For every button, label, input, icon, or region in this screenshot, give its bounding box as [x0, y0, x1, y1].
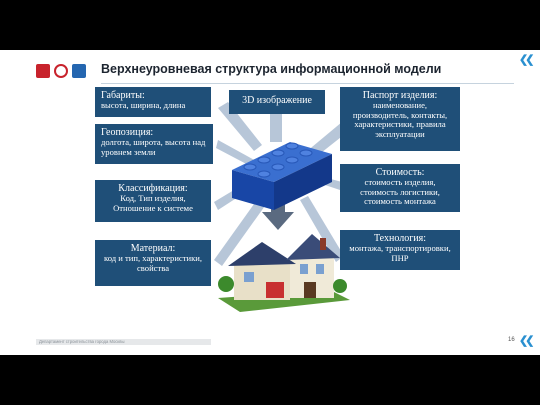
box-image3d: 3D изображение	[229, 90, 325, 114]
chevron-left-icon: ❮❮	[519, 335, 535, 347]
footer-source: Департамент строительства города Москвы	[36, 339, 211, 345]
box-cost-text: стоимость изделия, стоимость логистики, …	[360, 177, 440, 207]
box-passport: Паспорт изделия: наименование, производи…	[340, 87, 460, 151]
chevron-icon: ❮❮	[519, 54, 535, 66]
moscow-coat-of-arms-icon	[36, 64, 50, 78]
box-material: Материал: код и тип, характеристики, сво…	[95, 240, 211, 286]
box-cost: Стоимость: стоимость изделия, стоимость …	[340, 164, 460, 212]
page-title: Верхнеуровневая структура информационной…	[101, 62, 442, 76]
arrow-from-technology	[300, 196, 344, 262]
box-technology: Технология: монтажа, транспортировки, ПН…	[340, 230, 460, 270]
lego-brick-image	[232, 142, 332, 210]
box-material-text: код и тип, характеристики, свойства	[103, 253, 203, 273]
box-passport-text: наименование, производитель, контакты, х…	[352, 100, 448, 140]
box-geoposition: Геопозиция: долгота, широта, высота над …	[95, 124, 213, 164]
arrow-from-image3d	[270, 114, 282, 142]
box-passport-heading: Паспорт изделия:	[362, 90, 438, 101]
arrow-from-gabarity	[218, 102, 262, 151]
box-geoposition-heading: Геопозиция:	[101, 127, 154, 138]
title-divider	[101, 83, 514, 84]
slide: Верхнеуровневая структура информационной…	[0, 50, 540, 355]
box-geoposition-text: долгота, широта, высота над уровнем земл…	[101, 137, 206, 157]
box-technology-heading: Технология:	[373, 233, 427, 244]
round-emblem-icon	[54, 64, 68, 78]
box-image3d-heading: 3D изображение	[242, 95, 312, 106]
arrow-from-material	[214, 190, 272, 266]
blue-emblem-icon	[72, 64, 86, 78]
box-material-heading: Материал:	[130, 243, 176, 254]
box-gabarity: Габариты: высота, ширина, длина	[95, 87, 211, 117]
box-cost-heading: Стоимость:	[375, 167, 425, 178]
box-classification-text: Код, Тип изделия, Отношение к системе	[113, 193, 193, 213]
box-gabarity-text: высота, ширина, длина	[101, 100, 186, 111]
page-number: 16	[508, 337, 515, 343]
box-classification: Классификация: Код, Тип изделия, Отношен…	[95, 180, 211, 222]
arrow-from-geoposition	[216, 140, 258, 168]
arrow-down	[262, 198, 294, 230]
box-classification-heading: Классификация:	[118, 183, 188, 194]
box-gabarity-heading: Габариты:	[101, 90, 145, 101]
lego-house-image	[218, 234, 350, 312]
header-logos	[36, 64, 86, 78]
box-technology-text: монтажа, транспортировки, ПНР	[349, 243, 451, 263]
diagram-art	[214, 102, 350, 312]
